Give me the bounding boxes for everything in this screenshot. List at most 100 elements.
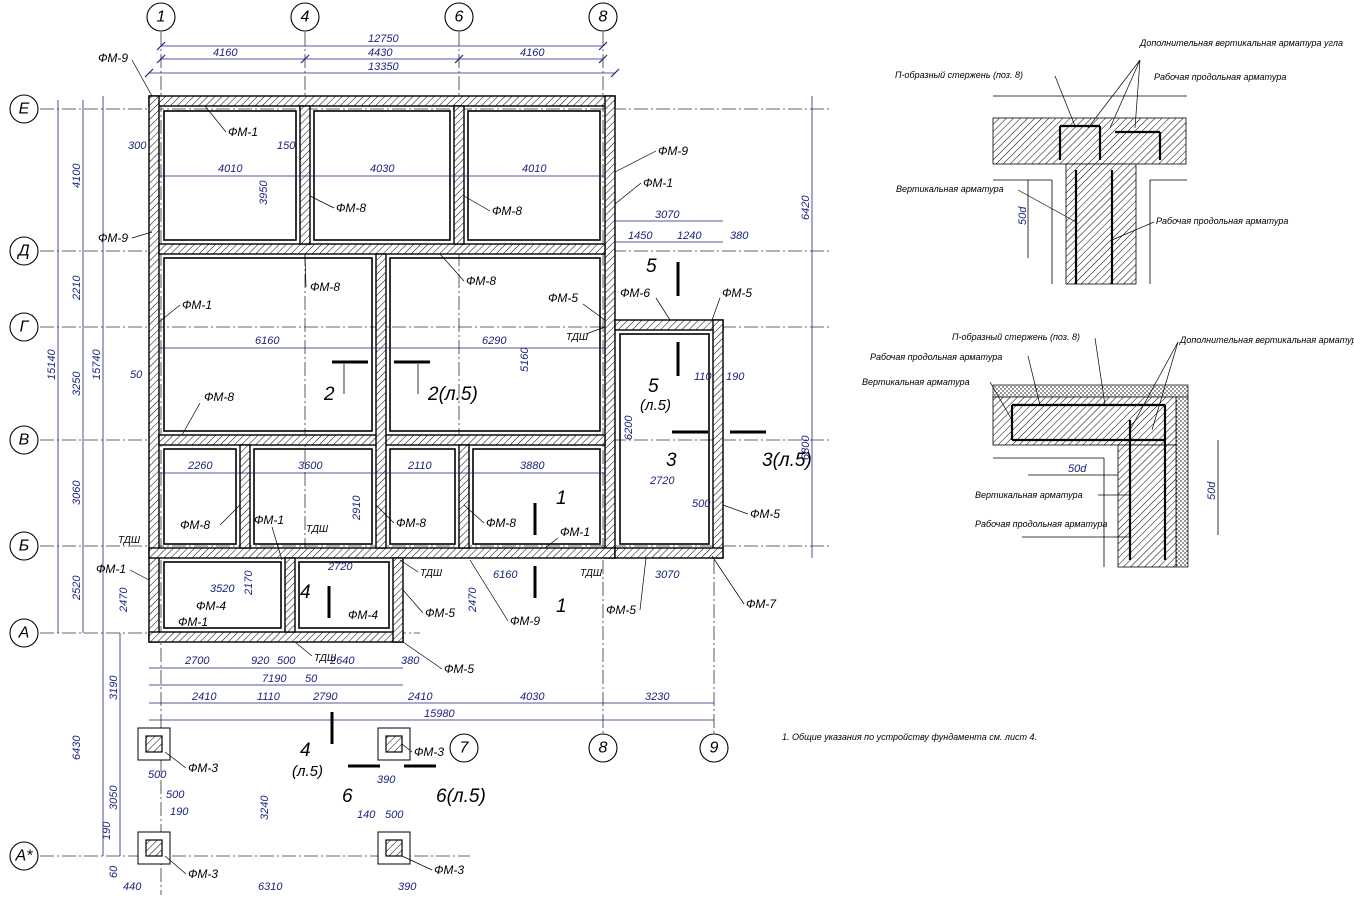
dim-label: 2210	[71, 275, 83, 301]
section-marks: 2 2(л.5) 1 1 3 3(л.5) 4 4 (л.5) 5 5 (л.5…	[292, 256, 812, 807]
label-fm1: ФМ-1	[228, 125, 258, 139]
dim-label: 3880	[520, 460, 545, 472]
axis-label: 9	[710, 740, 719, 757]
dim-label: 50d	[1206, 481, 1218, 500]
dim-label: 6800	[800, 435, 812, 460]
axis-bubble-B	[9, 531, 39, 561]
column-footings	[137, 727, 411, 865]
wall-lower-right	[392, 557, 404, 643]
dim-label: 2910	[351, 495, 363, 521]
room-outline	[163, 561, 282, 629]
axis-bubble-G	[9, 312, 39, 342]
dim-label: 12750	[368, 33, 399, 45]
axis-label: 7	[460, 740, 470, 757]
wall-left	[148, 95, 160, 643]
label-fm8: ФМ-8	[396, 516, 426, 530]
dim-label: 500	[385, 809, 404, 821]
dim-label: 4430	[368, 47, 393, 59]
dim-label: 60	[108, 865, 120, 878]
dim-label: 13350	[368, 61, 399, 73]
dim-label: 2520	[71, 575, 83, 601]
room-outline	[389, 257, 601, 432]
dim-label: 3240	[259, 795, 271, 820]
wall-annex-top	[614, 319, 724, 331]
dim-label: 2410	[191, 691, 217, 703]
left-dimensions: 4100 2210 3250 3060 2520 15140 15740 643…	[46, 96, 130, 878]
dim-label: 1110	[257, 691, 281, 703]
label-fm4: ФМ-4	[196, 599, 226, 613]
foundation-labels: ФМ-9 ФМ-1 ФМ-9 ФМ-8 ФМ-8 ФМ-9 ФМ-1 ФМ-8 …	[96, 51, 780, 881]
label-tdsh: ТДШ	[306, 524, 329, 535]
dim-label: 4030	[370, 163, 395, 175]
label-fm8: ФМ-8	[466, 274, 496, 288]
dim-label: 2790	[312, 691, 338, 703]
axis-bubble-8-top	[588, 2, 618, 32]
room-outline	[253, 448, 373, 545]
dim-label: 390	[377, 774, 396, 786]
detail-label: П-образный стержень (поз. 8)	[952, 332, 1080, 342]
dim-label: 190	[101, 821, 113, 840]
axis-bubble-4	[290, 2, 320, 32]
axis-label: Е	[19, 101, 30, 118]
dim-label: 6290	[482, 335, 507, 347]
dim-label: 4010	[522, 163, 547, 175]
axis-label: 1	[157, 9, 166, 26]
dim-label: 3230	[645, 691, 670, 703]
axis-label: А*	[15, 848, 34, 865]
label-fm1: ФМ-1	[96, 562, 126, 576]
wall-a-line	[148, 631, 404, 643]
dim-label: 920	[251, 655, 270, 667]
dim-label: 50	[130, 369, 143, 381]
detail-label: Рабочая продольная арматура	[1154, 72, 1286, 82]
wall-annex-bottom	[614, 547, 724, 559]
label-fm8: ФМ-8	[336, 201, 366, 215]
dim-label: 2110	[407, 460, 433, 472]
dim-label: 2470	[118, 587, 130, 613]
dim-label: 50d	[1017, 206, 1029, 225]
dim-label: 3950	[258, 180, 270, 205]
label-fm8: ФМ-8	[310, 280, 340, 294]
label-fm5: ФМ-5	[722, 286, 752, 300]
detail-label: П-образный стержень (поз. 8)	[895, 70, 1023, 80]
label-fm8: ФМ-8	[204, 390, 234, 404]
dim-label: 2410	[407, 691, 433, 703]
section-label: 5	[648, 376, 659, 397]
axis-bubble-E	[9, 94, 39, 124]
wall-r3-a	[239, 444, 251, 549]
section-label: 3(л.5)	[762, 450, 812, 471]
dim-label: 2260	[187, 460, 213, 472]
axis-label: 8	[599, 740, 608, 757]
room-outline	[298, 561, 390, 629]
section-label: 5	[646, 256, 657, 277]
dim-label: 380	[730, 230, 749, 242]
label-fm5: ФМ-5	[548, 291, 578, 305]
dim-label: 300	[128, 140, 147, 152]
dim-label: 2470	[467, 587, 479, 613]
label-fm9: ФМ-9	[658, 144, 688, 158]
label-fm5: ФМ-5	[606, 603, 636, 617]
dim-label: 110	[694, 371, 712, 383]
section-label: 4	[300, 740, 311, 761]
room-outline	[163, 257, 373, 432]
label-fm1: ФМ-1	[254, 513, 284, 527]
dim-label: 6420	[800, 195, 812, 220]
column	[385, 839, 403, 857]
detail-label: Дополнительная вертикальная арматура угл…	[1139, 38, 1343, 48]
dim-label: 1450	[628, 230, 653, 242]
section-label: 2	[323, 384, 335, 405]
label-fm1: ФМ-1	[643, 176, 673, 190]
dim-label: 5160	[519, 347, 531, 372]
room-outline	[163, 448, 237, 545]
axis-bubble-6	[444, 2, 474, 32]
axis-label: Г	[20, 319, 30, 336]
dim-label: 500	[692, 498, 711, 510]
dim-label: 3070	[655, 209, 680, 221]
label-fm4: ФМ-4	[348, 608, 378, 622]
foundation-walls	[148, 95, 724, 643]
dim-label: 50	[305, 673, 318, 685]
axis-bubble-1	[146, 2, 176, 32]
right-dimensions: 6420 6800 3070 1450 1240 380 2720 3070 6…	[519, 96, 813, 581]
axis-bubble-7	[449, 733, 479, 763]
label-fm1: ФМ-1	[178, 615, 208, 629]
